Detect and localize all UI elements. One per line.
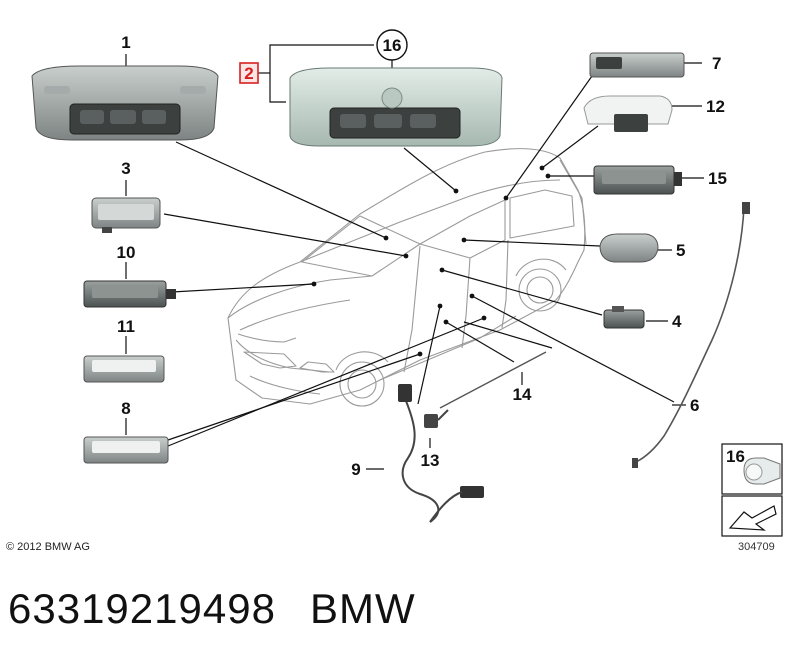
part-3-light (91, 197, 161, 233)
part-5-cover (599, 233, 659, 263)
part-10-light (83, 280, 176, 308)
anchor-dots (311, 165, 551, 357)
part-14-rod (439, 351, 547, 409)
part-12-lamp (583, 95, 673, 132)
callout-14: 14 (513, 385, 532, 404)
callout-11: 11 (117, 317, 135, 336)
inset-arrow-box (721, 495, 783, 537)
callout-4: 4 (672, 312, 682, 331)
callout-8: 8 (121, 399, 130, 418)
callout-2-highlight-box (239, 62, 259, 84)
part-number: 63319219498 (8, 585, 276, 632)
inset-callout-16: 16 (726, 447, 745, 466)
callout-2: 2 (244, 64, 253, 83)
part-9-cable (398, 384, 484, 523)
caption: 63319219498 BMW (8, 585, 450, 633)
callout-10: 10 (117, 243, 136, 262)
part-15-module (593, 165, 682, 195)
part-11-light (83, 355, 165, 383)
callout-16: 16 (383, 36, 402, 55)
callout-16-circle (376, 29, 408, 61)
callout-3: 3 (121, 159, 130, 178)
callout-12: 12 (706, 97, 725, 116)
part-4-sensor (603, 306, 645, 329)
callout-6: 6 (690, 396, 699, 415)
part-8-light (83, 436, 169, 464)
callout-5: 5 (676, 241, 685, 260)
car-outline (227, 148, 587, 407)
callouts: 1 16 2 3 10 11 8 7 12 15 5 4 6 14 13 9 (117, 29, 727, 479)
part-13-connector (424, 409, 449, 428)
part-7-module (589, 52, 685, 78)
inset-bulb-box: 16 (721, 443, 783, 495)
part-1-overhead-console (31, 65, 219, 141)
parts-diagram: 1 16 2 3 10 11 8 7 12 15 5 4 6 14 13 9 1… (31, 29, 783, 537)
callout-13: 13 (421, 451, 440, 470)
callout-9: 9 (351, 460, 360, 479)
copyright-text: © 2012 BMW AG (6, 541, 90, 553)
callout-15: 15 (708, 169, 727, 188)
part-6-harness (632, 202, 750, 468)
part-16-overhead-console-glass (289, 67, 503, 147)
callout-7: 7 (712, 54, 721, 73)
callout-1: 1 (121, 33, 130, 52)
brand-name: BMW (309, 585, 416, 632)
figure-number: 304709 (738, 541, 775, 553)
